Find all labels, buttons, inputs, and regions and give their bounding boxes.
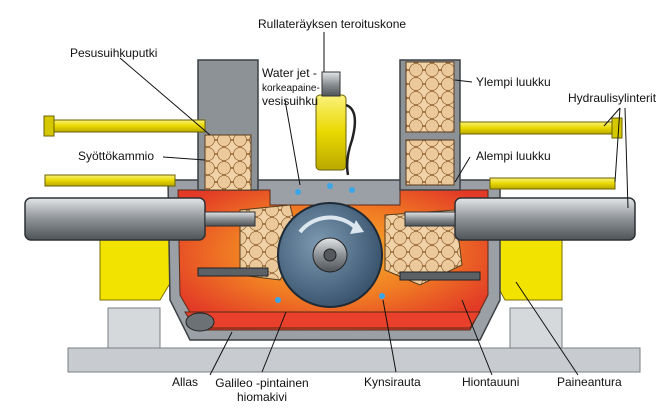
label-water-jet-3: vesisuihku bbox=[262, 94, 319, 108]
left-pocket-logs bbox=[204, 134, 252, 191]
jet-dot bbox=[275, 297, 281, 303]
jet-dot bbox=[349, 187, 355, 193]
label-wash-pipe: Pesusuihkuputki bbox=[70, 46, 158, 60]
rotation-arrowhead bbox=[350, 220, 364, 234]
right-pocket-logs bbox=[405, 61, 455, 133]
leader-lines bbox=[119, 32, 629, 376]
label-claw-iron: Kynsirauta bbox=[364, 375, 421, 389]
middle-left-cylinder bbox=[44, 174, 176, 187]
upper-left-cap bbox=[43, 115, 55, 137]
label-grinding-tub: Hiontauuni bbox=[462, 375, 520, 389]
label-water-jet-1: Water jet - bbox=[262, 66, 317, 80]
pool-drain bbox=[185, 312, 215, 332]
right-press-cylinder bbox=[454, 197, 636, 241]
label-pool: Allas bbox=[172, 375, 199, 389]
stone-axle bbox=[323, 248, 337, 262]
right-press-rod bbox=[404, 211, 456, 227]
right-pocket-logs-lower bbox=[405, 139, 455, 186]
sharpener-hose bbox=[345, 103, 357, 176]
label-stone: Galileo -pintainen hiomakivi bbox=[214, 376, 310, 404]
left-press-rod bbox=[204, 211, 256, 227]
label-stone-2: hiomakivi bbox=[236, 390, 287, 404]
sharpener-body bbox=[315, 94, 347, 171]
upper-left-cylinder bbox=[44, 119, 206, 133]
pool bbox=[184, 311, 481, 329]
jet-dot bbox=[327, 183, 333, 189]
rotation-arrow bbox=[298, 215, 358, 234]
upper-right-cap bbox=[611, 117, 623, 139]
label-sharpener: Rullateräyksen teroituskone bbox=[258, 17, 407, 31]
middle-right-cylinder bbox=[489, 177, 616, 190]
left-press-cylinder bbox=[24, 197, 206, 241]
upper-right-cylinder bbox=[459, 121, 621, 135]
right-grate bbox=[399, 271, 481, 281]
sharpener-cap bbox=[321, 71, 341, 97]
label-stone-1: Galileo -pintainen bbox=[215, 376, 309, 390]
left-grate bbox=[197, 267, 269, 277]
label-water-jet-2: korkeapaine- bbox=[262, 83, 320, 94]
base-beam bbox=[67, 347, 641, 373]
label-lower-hatch: Alempi luukku bbox=[476, 149, 551, 163]
right-foot bbox=[509, 307, 563, 349]
jet-dot bbox=[295, 189, 301, 195]
jet-dot bbox=[379, 293, 385, 299]
label-hydraulic: Hydraulisylinterit bbox=[568, 91, 657, 105]
label-upper-hatch: Ylempi luukku bbox=[476, 75, 551, 89]
label-feed-chamber: Syöttökammio bbox=[78, 149, 155, 163]
left-foot bbox=[107, 307, 161, 349]
label-pressure-sensor: Paineantura bbox=[557, 375, 622, 389]
